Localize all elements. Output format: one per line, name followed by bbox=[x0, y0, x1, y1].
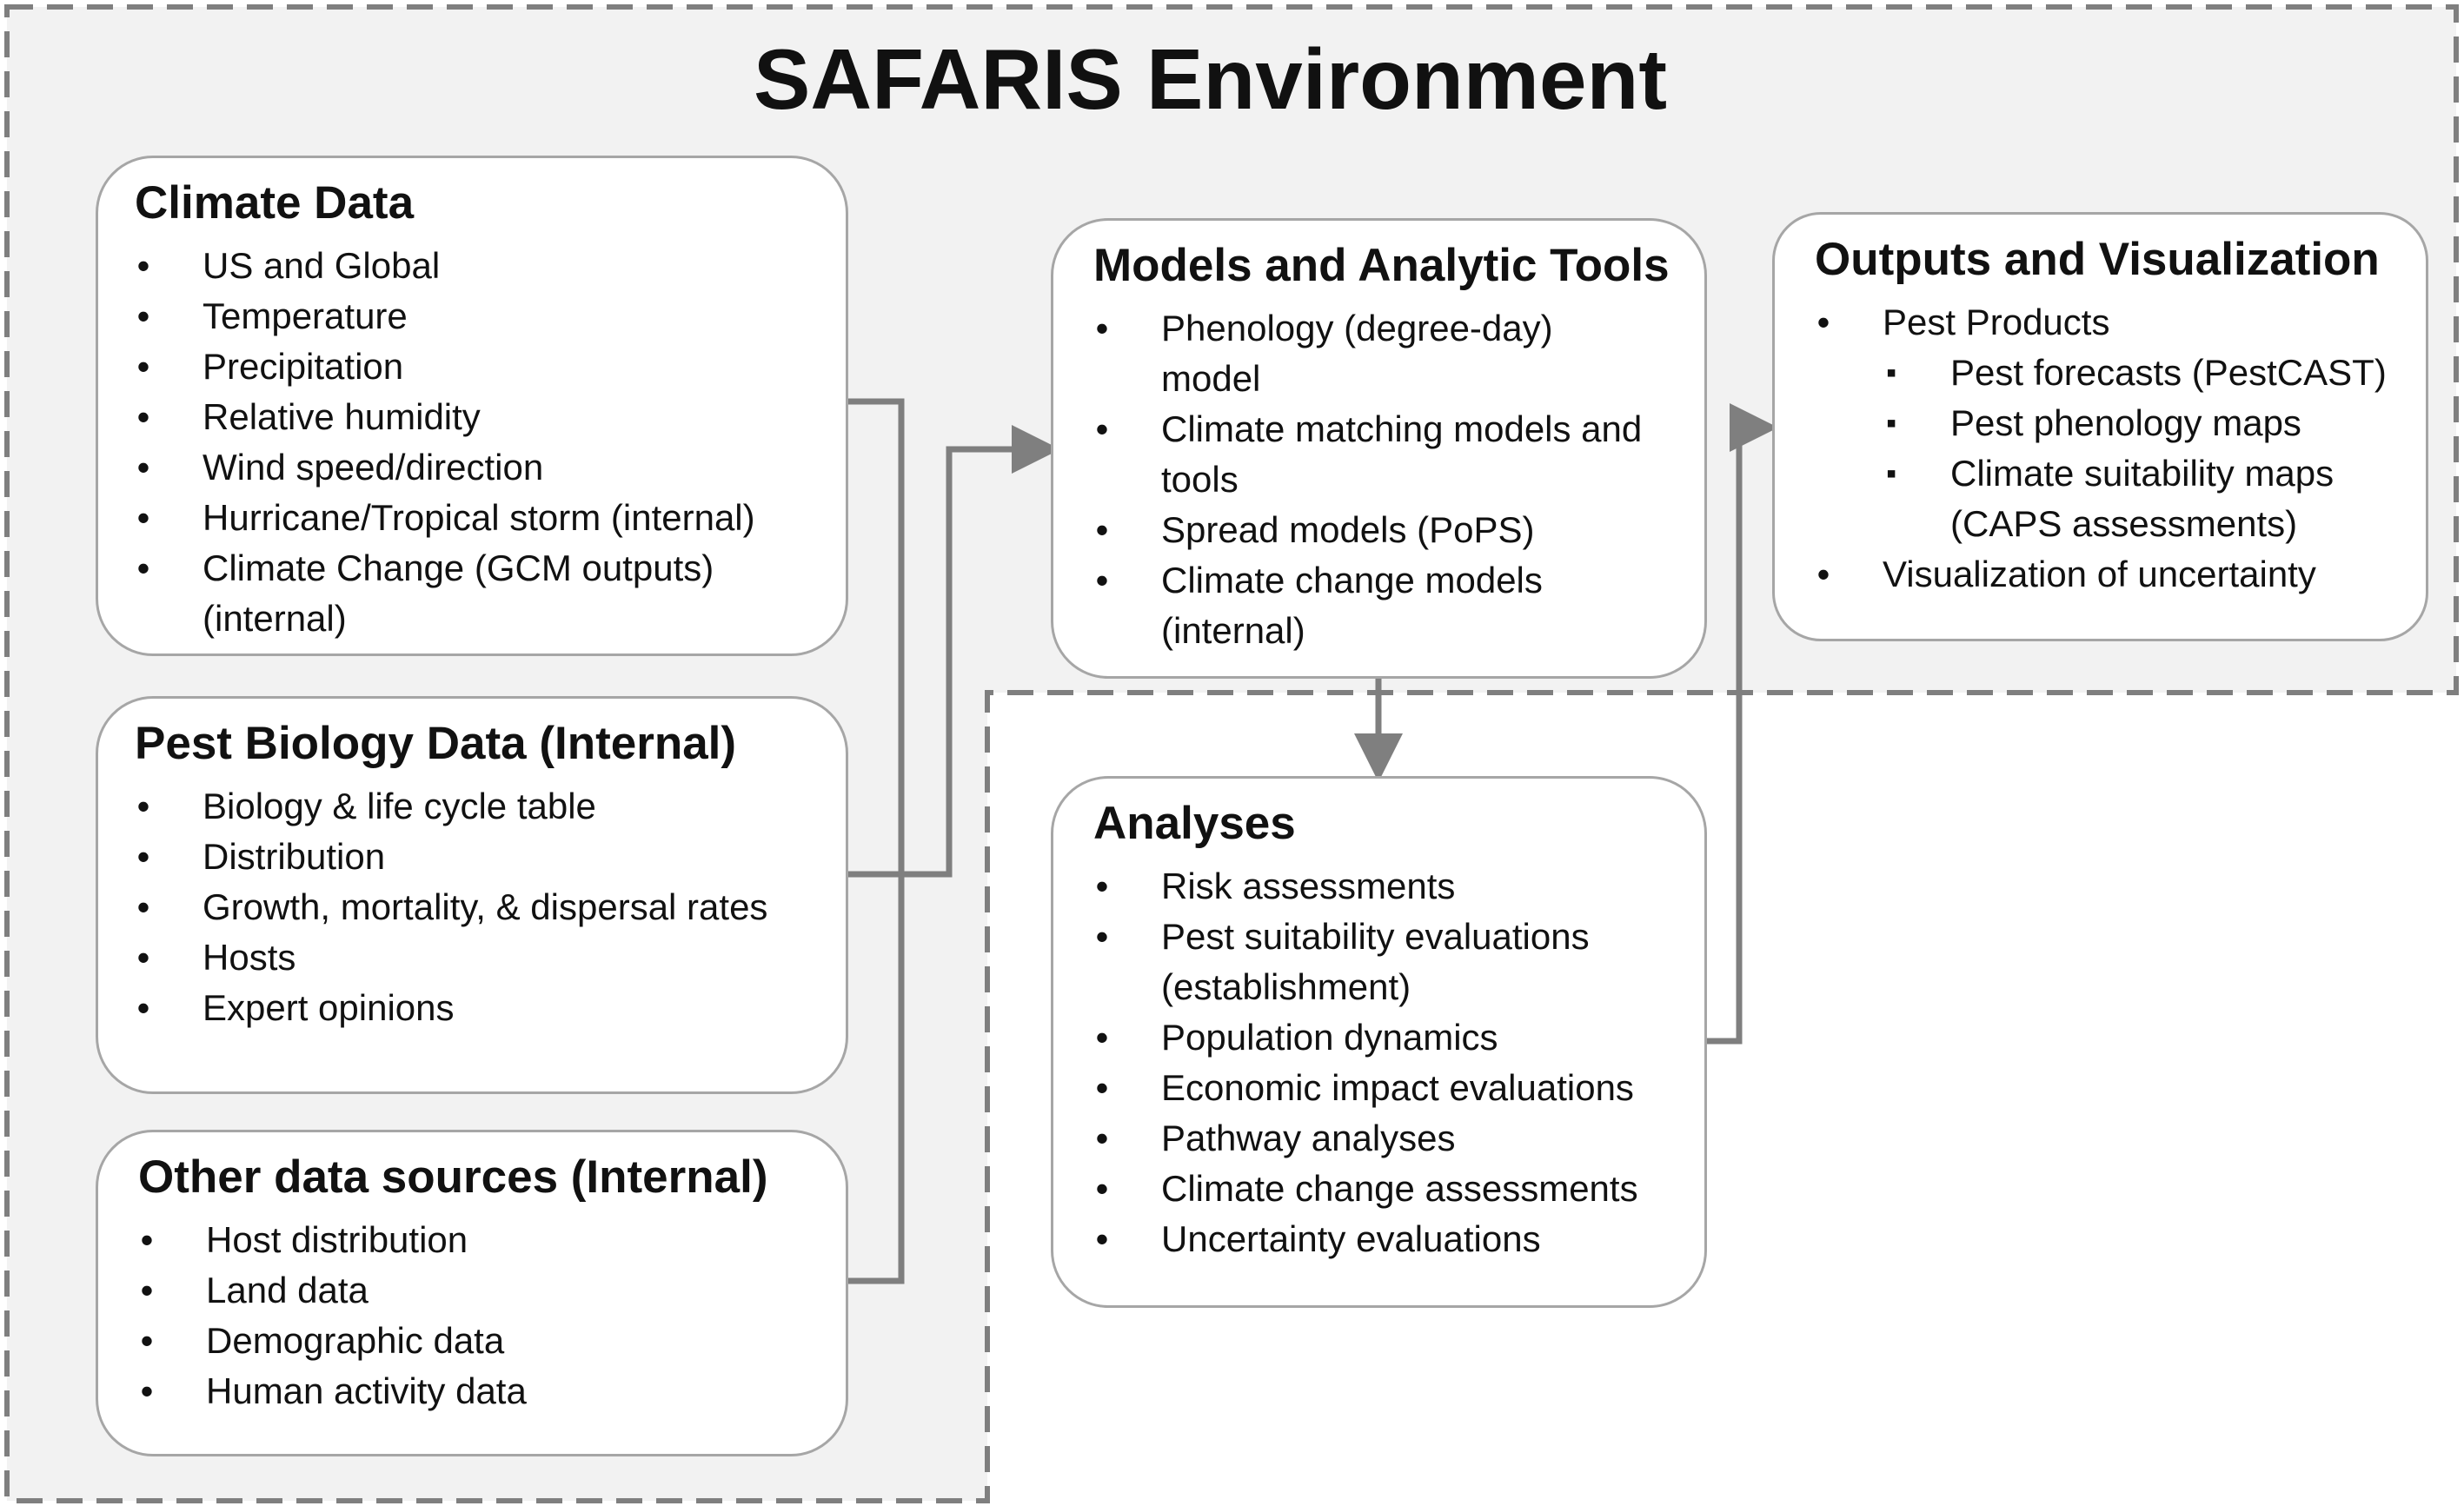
list-item-line: Spread models (PoPS) bbox=[1161, 508, 1535, 550]
list-item: Climate matching models and tools bbox=[1093, 404, 1678, 505]
list-item: Risk assessments bbox=[1093, 861, 1678, 912]
analyses-list: Risk assessments Pest suitability evalua… bbox=[1093, 861, 1678, 1264]
list-item-line: (CAPS assessments) bbox=[1950, 502, 2298, 544]
analyses-box: Analyses Risk assessments Pest suitabili… bbox=[1051, 776, 1707, 1308]
list-item: Uncertainty evaluations bbox=[1093, 1214, 1678, 1264]
outputs-list-end: Visualization of uncertainty bbox=[1815, 549, 2400, 600]
list-item-line: Population dynamics bbox=[1161, 1016, 1498, 1058]
list-item-line: Climate suitability maps bbox=[1950, 452, 2334, 494]
models-list: Phenology (degree-day) model Climate mat… bbox=[1093, 303, 1678, 656]
outputs-sublist: Pest forecasts (PestCAST) Pest phenology… bbox=[1883, 348, 2400, 549]
list-item: Biology & life cycle table bbox=[135, 781, 820, 832]
list-item: Climate change assessments bbox=[1093, 1164, 1678, 1214]
analyses-title: Analyses bbox=[1093, 798, 1296, 849]
pest-biology-list: Biology & life cycle table Distribution … bbox=[135, 781, 820, 1033]
list-item: Hurricane/Tropical storm (internal) bbox=[135, 493, 820, 543]
list-item: Host distribution bbox=[138, 1215, 820, 1265]
models-box: Models and Analytic Tools Phenology (deg… bbox=[1051, 218, 1707, 679]
list-item: Phenology (degree-day) model bbox=[1093, 303, 1678, 404]
list-item: Pathway analyses bbox=[1093, 1113, 1678, 1164]
list-item: Precipitation bbox=[135, 342, 820, 392]
list-item: Demographic data bbox=[138, 1316, 820, 1366]
environment-title: SAFARIS Environment bbox=[754, 31, 1667, 127]
list-item: Spread models (PoPS) bbox=[1093, 505, 1678, 555]
list-item-line: (internal) bbox=[203, 597, 347, 639]
list-item: Temperature bbox=[135, 291, 820, 342]
climate-data-title: Climate Data bbox=[135, 177, 415, 229]
list-item-line: Climate Change (GCM outputs) bbox=[203, 547, 714, 588]
outputs-list: Pest Products bbox=[1815, 297, 2400, 348]
other-data-list: Host distribution Land data Demographic … bbox=[138, 1215, 820, 1416]
connector-analyses-to-outputs bbox=[1704, 403, 1778, 1045]
list-item: Climate suitability maps (CAPS assessmen… bbox=[1883, 448, 2400, 549]
other-data-title: Other data sources (Internal) bbox=[138, 1151, 768, 1203]
models-title: Models and Analytic Tools bbox=[1093, 240, 1670, 291]
list-item: Hosts bbox=[135, 932, 820, 983]
list-item: Wind speed/direction bbox=[135, 442, 820, 493]
list-item-line: tools bbox=[1161, 458, 1239, 500]
list-item-line: model bbox=[1161, 357, 1261, 399]
list-item-line: Climate change models bbox=[1161, 559, 1543, 600]
list-item: Visualization of uncertainty bbox=[1815, 549, 2400, 600]
list-item: Economic impact evaluations bbox=[1093, 1063, 1678, 1113]
pest-biology-box: Pest Biology Data (Internal) Biology & l… bbox=[96, 696, 848, 1094]
list-item: Pest suitability evaluations (establishm… bbox=[1093, 912, 1678, 1012]
list-item-line: Pest suitability evaluations bbox=[1161, 915, 1590, 957]
list-item-line: Uncertainty evaluations bbox=[1161, 1217, 1541, 1259]
list-item-line: Pest phenology maps bbox=[1950, 401, 2301, 443]
list-item: US and Global bbox=[135, 241, 820, 291]
other-data-box: Other data sources (Internal) Host distr… bbox=[96, 1130, 848, 1456]
list-item: Growth, mortality, & dispersal rates bbox=[135, 882, 820, 932]
list-item: Distribution bbox=[135, 832, 820, 882]
list-item: Pest forecasts (PestCAST) bbox=[1883, 348, 2400, 398]
list-item: Climate Change (GCM outputs) (internal) bbox=[135, 543, 820, 644]
list-item: Expert opinions bbox=[135, 983, 820, 1033]
list-item-line: Climate change assessments bbox=[1161, 1167, 1638, 1209]
list-item: Pest Products bbox=[1815, 297, 2400, 348]
climate-data-list: US and Global Temperature Precipitation … bbox=[135, 241, 820, 644]
list-item-line: Pathway analyses bbox=[1161, 1117, 1456, 1158]
outputs-title: Outputs and Visualization bbox=[1815, 234, 2380, 285]
list-item: Population dynamics bbox=[1093, 1012, 1678, 1063]
list-item-line: Economic impact evaluations bbox=[1161, 1066, 1634, 1108]
pest-biology-title: Pest Biology Data (Internal) bbox=[135, 718, 737, 769]
connector-data-to-models bbox=[845, 398, 1060, 1284]
list-item-line: Pest forecasts (PestCAST) bbox=[1950, 351, 2387, 393]
list-item: Climate change models (internal) bbox=[1093, 555, 1678, 656]
list-item: Pest phenology maps bbox=[1883, 398, 2400, 448]
list-item: Land data bbox=[138, 1265, 820, 1316]
list-item: Relative humidity bbox=[135, 392, 820, 442]
list-item-line: Phenology (degree-day) bbox=[1161, 307, 1553, 348]
list-item: Human activity data bbox=[138, 1366, 820, 1416]
list-item-line: (establishment) bbox=[1161, 965, 1411, 1007]
list-item-line: (internal) bbox=[1161, 609, 1305, 651]
list-item-line: Climate matching models and bbox=[1161, 408, 1643, 449]
outputs-box: Outputs and Visualization Pest Products … bbox=[1772, 212, 2428, 641]
climate-data-box: Climate Data US and Global Temperature P… bbox=[96, 156, 848, 656]
list-item-line: Risk assessments bbox=[1161, 865, 1456, 906]
